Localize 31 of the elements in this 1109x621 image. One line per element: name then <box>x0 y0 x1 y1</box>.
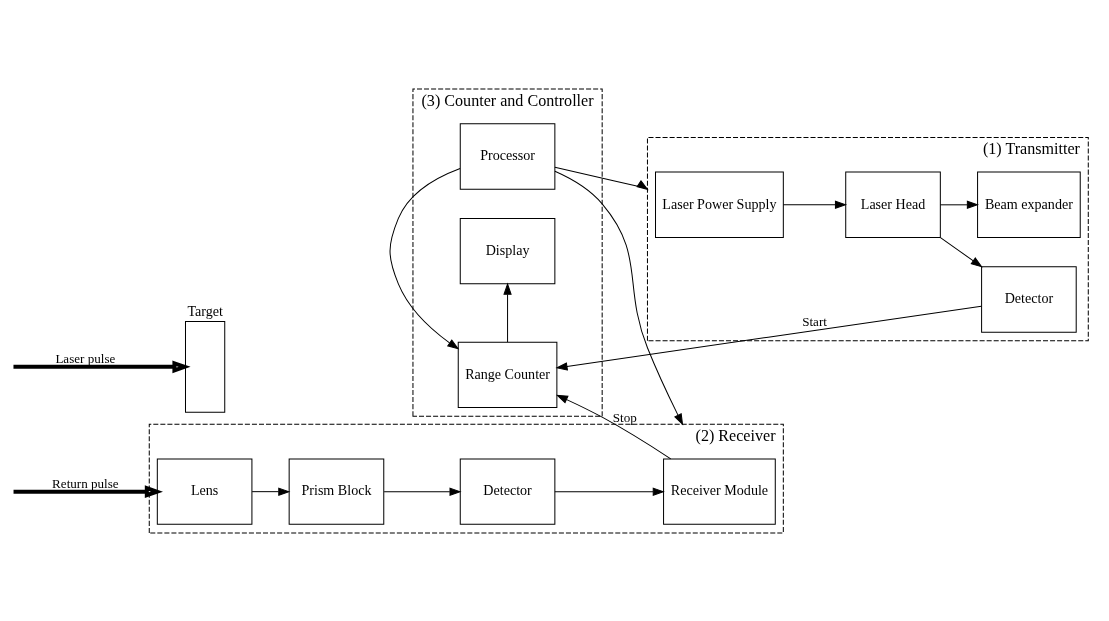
node-box: Detector <box>981 265 1077 333</box>
arrow <box>503 282 512 343</box>
arrow <box>782 200 848 209</box>
edge-label: Stop <box>612 409 637 425</box>
arrow <box>389 167 461 350</box>
node-box: Laser Power Supply <box>655 171 784 238</box>
arrow <box>13 360 191 373</box>
node-box: Range Counter <box>457 341 558 408</box>
node-box: Laser Head <box>845 171 941 238</box>
edge-label: Laser pulse <box>55 350 116 366</box>
node-box: Receiver Module <box>663 457 776 525</box>
edge-label: Start <box>802 313 827 329</box>
arrow <box>554 486 665 496</box>
arrow <box>555 305 982 371</box>
arrow <box>939 236 983 268</box>
arrow <box>939 200 979 209</box>
arrow <box>13 484 163 498</box>
node-box: Lens <box>156 457 253 525</box>
arrow <box>555 394 672 459</box>
arrow <box>383 486 462 496</box>
arrow <box>554 170 684 426</box>
node-box <box>185 320 226 413</box>
node-box: Display <box>459 217 556 284</box>
node-box: Prism Block <box>288 457 385 525</box>
node-box: Detector <box>459 457 556 525</box>
arrow <box>554 166 649 190</box>
node-box: Processor <box>459 122 556 190</box>
node-label: Target <box>187 302 224 319</box>
arrow <box>251 486 291 496</box>
node-box: Beam expander <box>977 171 1081 238</box>
edge-label: Return pulse <box>52 475 119 491</box>
